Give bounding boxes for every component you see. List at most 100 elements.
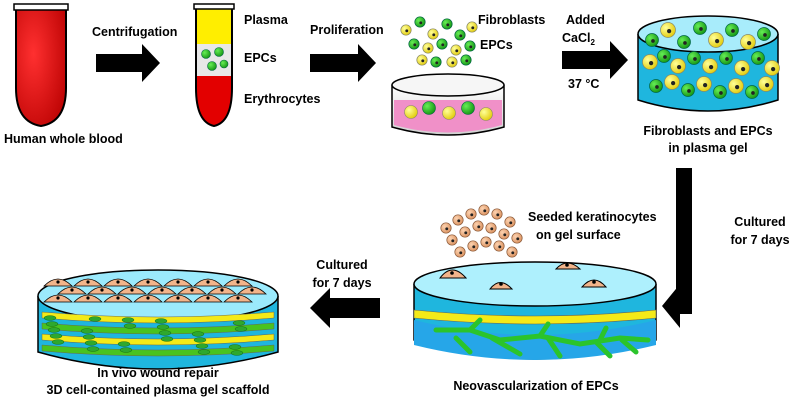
- fibroblast-cell: [660, 22, 676, 38]
- fibroblast-cell: [450, 44, 462, 56]
- epc-cell: [436, 38, 448, 50]
- keratinocyte-cell: [103, 294, 133, 303]
- keratinocyte-cell: [43, 278, 73, 287]
- vascular-network: [433, 317, 651, 359]
- vessel-segment: [154, 318, 168, 324]
- epc-cell: [693, 21, 707, 35]
- seeded-keratinocytes: [440, 204, 523, 258]
- keratinocyte-cell: [472, 220, 484, 232]
- arrow-centrifugation: [96, 44, 160, 82]
- fibroblast-cell: [734, 60, 750, 76]
- epc-cell: [719, 51, 733, 65]
- vessel-segment: [193, 337, 207, 343]
- keratinocyte-cell: [237, 286, 267, 295]
- vessel-segment: [230, 350, 244, 356]
- scaffold-cell-layers: [41, 311, 275, 357]
- cultured-right-line1: Cultured: [734, 215, 785, 229]
- keratinocyte-cell: [491, 208, 503, 220]
- vessel-segment: [86, 346, 100, 352]
- fibroblast-cell: [740, 34, 756, 50]
- whole-blood-label: Human whole blood: [4, 132, 123, 146]
- vessel-segment: [80, 328, 94, 334]
- vessel-segment: [47, 327, 61, 333]
- tissue-layer: [41, 333, 275, 346]
- fibroblast-cell: [728, 78, 744, 94]
- tissue-layer: [41, 344, 275, 357]
- keratinocyte-cell: [467, 240, 479, 252]
- epc-cell: [408, 38, 420, 50]
- keratinocyte-cell: [465, 208, 477, 220]
- epc-cell: [677, 35, 691, 49]
- fibroblast-cell: [466, 21, 478, 33]
- keratinocyte-cell: [480, 236, 492, 248]
- arrow-proliferation: [310, 44, 376, 82]
- keratinocyte-cell: [57, 286, 87, 295]
- epc-cell: [460, 54, 472, 66]
- centrifugation-label: Centrifugation: [92, 25, 177, 39]
- epc-cell: [441, 18, 453, 30]
- gel-label-line2: in plasma gel: [668, 141, 747, 155]
- neovascularization-dish: [413, 261, 657, 360]
- cultured-right-line2: for 7 days: [730, 233, 789, 247]
- epc-cell: [713, 85, 727, 99]
- keratinocyte-cell: [43, 294, 73, 303]
- vessel-segment: [51, 339, 65, 345]
- keratinocyte-cell: [485, 222, 497, 234]
- temperature-label: 37 °C: [568, 77, 599, 91]
- tube-epcs-label: EPCs: [244, 51, 277, 65]
- keratinocyte-cell: [117, 286, 147, 295]
- vessel-segment: [49, 333, 63, 339]
- fibroblast-cell: [446, 56, 458, 68]
- keratinocyte-cell: [177, 286, 207, 295]
- keratinocyte-cell: [103, 278, 133, 287]
- keratinocyte-cell: [133, 278, 163, 287]
- vessel-segment: [232, 320, 246, 326]
- proliferation-label: Proliferation: [310, 23, 384, 37]
- epc-cell: [454, 29, 466, 41]
- vessel: [467, 317, 609, 343]
- epc-cell: [645, 33, 659, 47]
- keratinocyte-cell: [193, 278, 223, 287]
- vessel-segment: [156, 324, 170, 330]
- fibroblast-cell: [764, 60, 780, 76]
- gel-embedded-cells: [642, 21, 780, 99]
- invivo-label: In vivo wound repair: [97, 366, 219, 380]
- fibroblast-cell: [702, 58, 718, 74]
- keratinocyte-cell: [511, 232, 523, 244]
- dish-epcs-label: EPCs: [480, 38, 513, 52]
- fibroblast-cell: [664, 74, 680, 90]
- arrow-culture-down-left: [676, 168, 692, 314]
- scaffold-keratinocyte-layer: [43, 278, 267, 303]
- vessel-segment: [117, 341, 131, 347]
- fibroblast-cell: [670, 58, 686, 74]
- vessel-segment: [123, 323, 137, 329]
- fibroblasts-label: Fibroblasts: [478, 13, 545, 27]
- separated-blood-tube: [193, 3, 235, 128]
- keratinocyte-cell: [223, 278, 253, 287]
- fibroblast-cell: [758, 76, 774, 92]
- keratinocyte-cell: [207, 286, 237, 295]
- floating-cells: [400, 16, 478, 68]
- whole-blood-tube: [13, 3, 69, 128]
- plasma-label: Plasma: [244, 13, 289, 27]
- neovascularization-label: Neovascularization of EPCs: [453, 379, 618, 393]
- vessel-segment: [119, 347, 133, 353]
- vessel-segment: [195, 343, 209, 349]
- epc-cell: [657, 49, 671, 63]
- epc-cell: [464, 40, 476, 52]
- epc-cell: [687, 51, 701, 65]
- keratinocyte-cell: [478, 204, 490, 216]
- vessel-segment: [82, 334, 96, 340]
- vessel-segment: [158, 330, 172, 336]
- vessel: [453, 335, 639, 359]
- fibroblast-cell: [427, 28, 439, 40]
- cultured-left-line2: for 7 days: [312, 276, 371, 290]
- keratinocyte-cell: [498, 228, 510, 240]
- vessel-segment: [191, 331, 205, 337]
- culture-dish: [391, 73, 505, 136]
- keratinocyte-cell: [73, 294, 103, 303]
- keratinocyte-cell: [452, 214, 464, 226]
- epc-cell: [745, 85, 759, 99]
- fibroblast-cell: [400, 24, 412, 36]
